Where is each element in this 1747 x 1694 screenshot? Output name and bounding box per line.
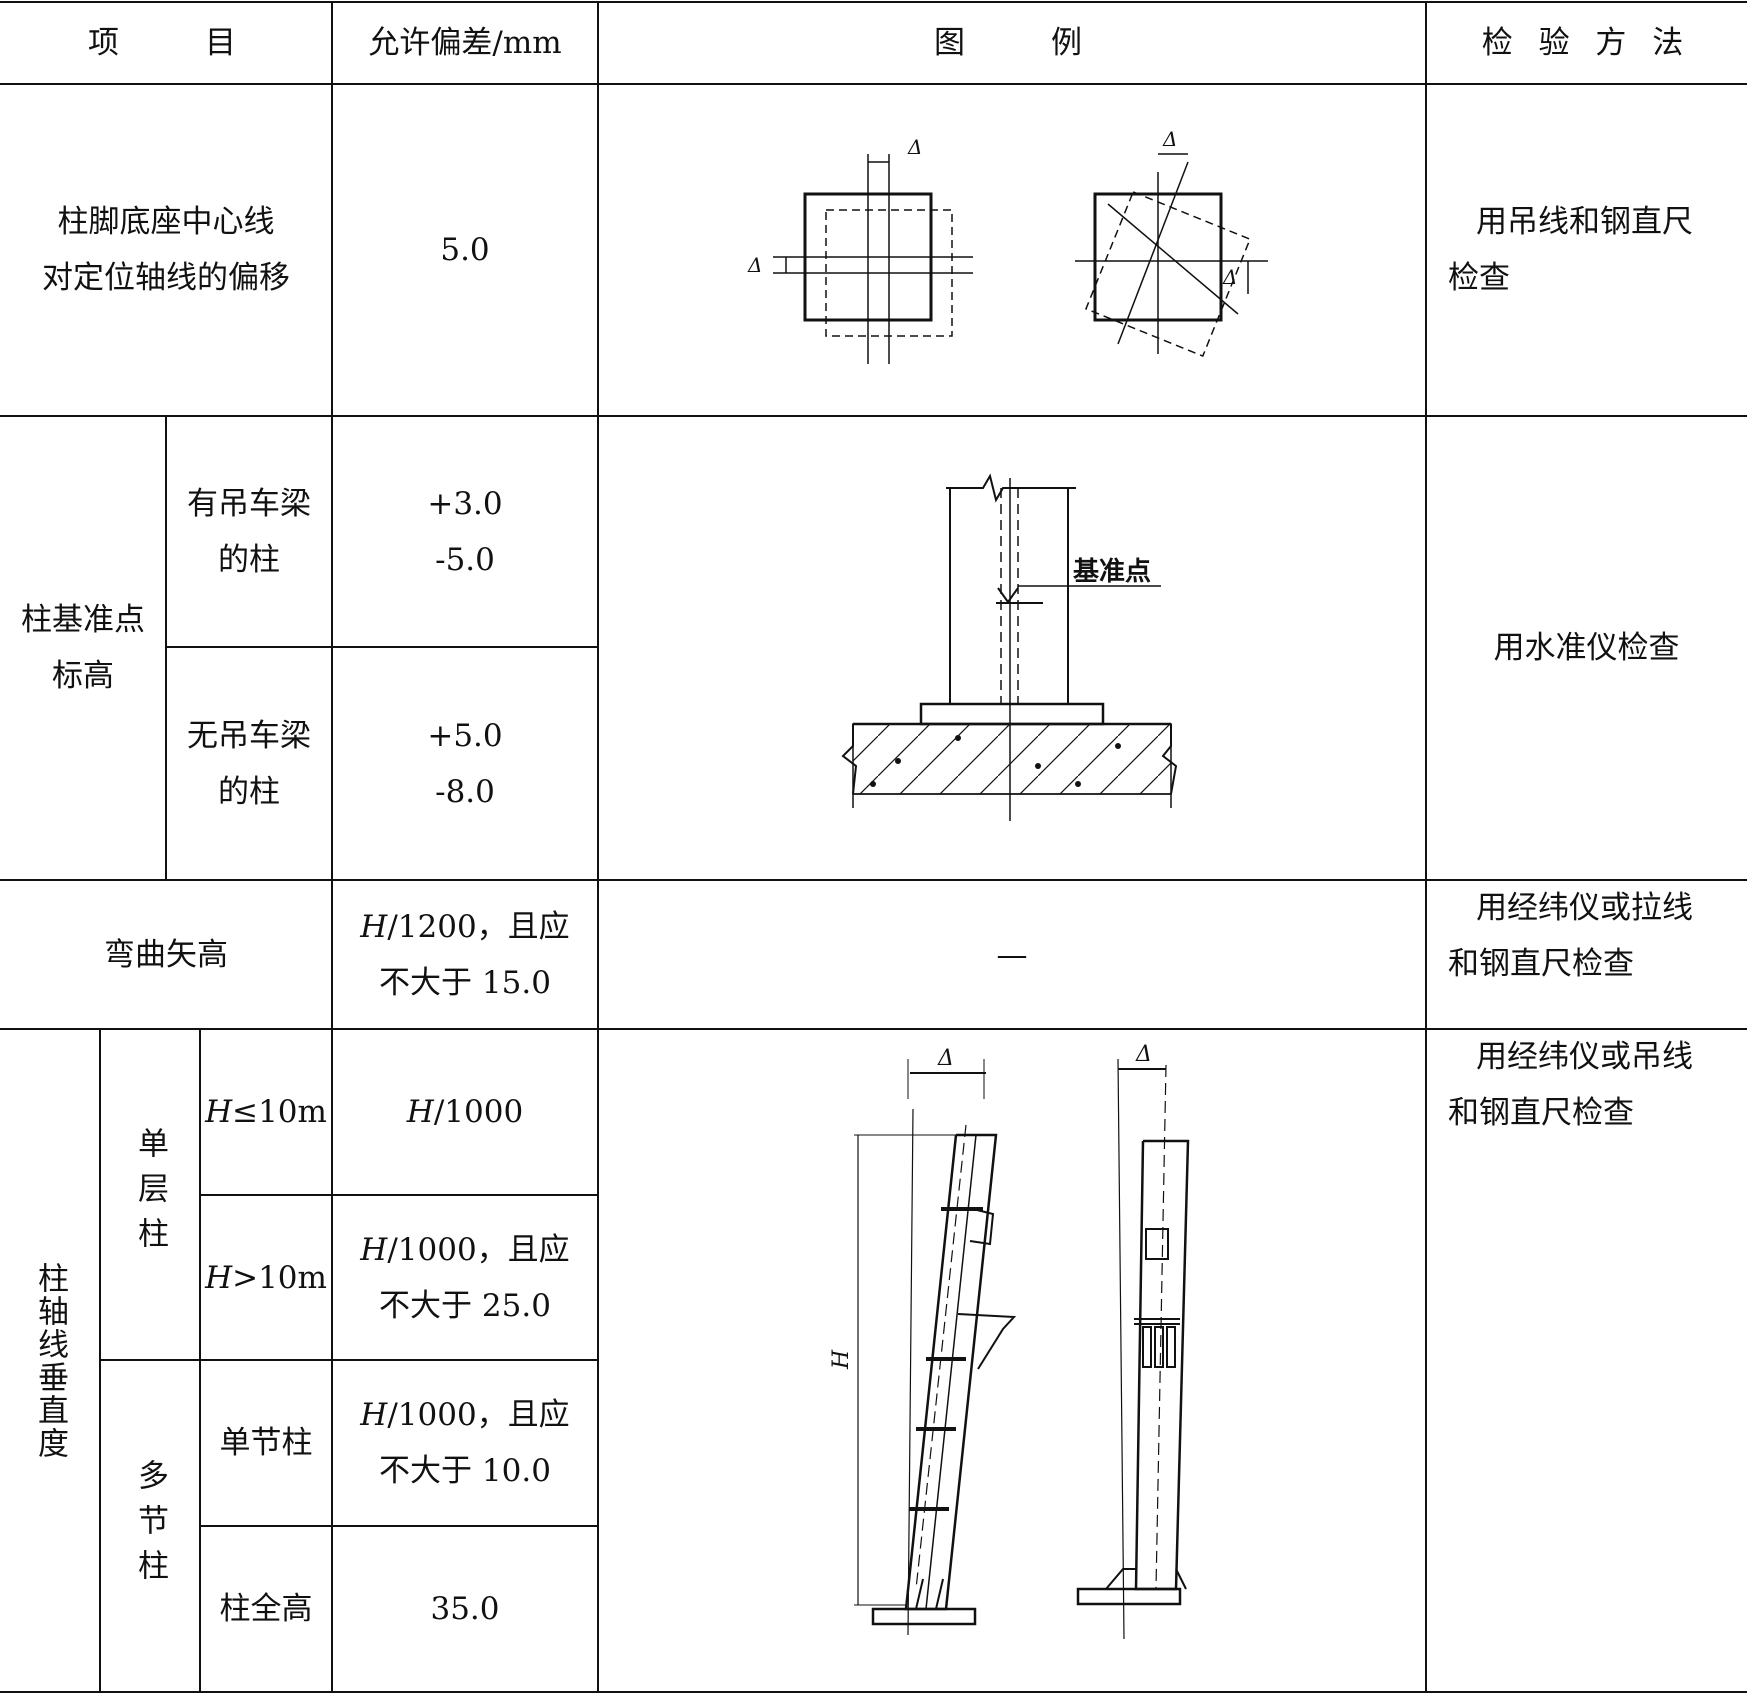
foundation-break-left (841, 724, 858, 795)
method-elevation: 用水准仪检查 (1493, 630, 1680, 666)
delta-label-1: Δ (907, 135, 922, 159)
height-label: H (829, 1349, 854, 1370)
datum-point-label: 基准点 (1073, 556, 1151, 587)
item-base-offset-line1: 柱脚底座中心线 (57, 204, 275, 240)
tolerance-elevation-nocrane: +5.0 -8.0 (332, 647, 598, 880)
tolerance-vert-2-line2: 不大于 25.0 (379, 1287, 551, 1324)
tolerance-vert-1: H/1000 (332, 1029, 598, 1195)
delta-label-2: Δ (747, 253, 762, 277)
method-base-offset: 用吊线和钢直尺 检查 (1426, 194, 1747, 306)
tolerance-bending-rest: /1200，且应 (387, 908, 570, 945)
tolerance-vert-3-symbol: H (360, 1397, 388, 1433)
tolerance-vert-1-symbol: H (406, 1094, 434, 1130)
cond-h-gt-10-rest: >10m (232, 1259, 327, 1296)
item-elevation-nocrane-line1: 无吊车梁 (187, 717, 311, 754)
base-plate (919, 702, 1105, 726)
tolerance-elevation-crane-line1: +3.0 (427, 485, 503, 522)
plumb-line-1 (907, 1108, 914, 1636)
axis-rot-2 (1117, 161, 1189, 345)
solid-column-base (1076, 1587, 1182, 1606)
tolerance-vert-3: H/1000，且应 不大于 10.0 (332, 1360, 598, 1526)
figure-verticality: Δ Δ H (829, 1042, 1190, 1640)
cond-single-section: 单节柱 (219, 1425, 313, 1461)
item-multi-section: 多节柱 (100, 1360, 200, 1692)
solid-column-bracket (1145, 1228, 1169, 1260)
cond-h-gt-10: H>10m (200, 1195, 332, 1360)
rotated-square-dashed (1085, 191, 1251, 357)
axis-rot-2b (1107, 203, 1239, 315)
item-single-storey-text: 单层柱 (132, 1127, 168, 1262)
delta-label-4: Δ (1222, 265, 1237, 289)
method-bending: 用经纬仪或拉线 和钢直尺检查 (1426, 880, 1747, 1029)
plumb-line-2 (1117, 1058, 1125, 1640)
figure-elevation: 基准点 (841, 473, 1178, 821)
lattice-column-inner (925, 1134, 977, 1610)
item-verticality-group: 柱轴线垂直度 (0, 1029, 100, 1692)
tolerance-vert-4: 35.0 (430, 1591, 500, 1627)
tolerance-elevation-nocrane-line2: -8.0 (435, 773, 495, 810)
method-bending-line1: 用经纬仪或拉线 (1476, 890, 1693, 926)
column-break-line (946, 473, 1076, 503)
item-elevation-nocrane-line2: 的柱 (218, 773, 280, 810)
item-elevation-crane-line1: 有吊车梁 (187, 485, 311, 522)
method-verticality-line2: 和钢直尺检查 (1448, 1095, 1634, 1131)
method-bending-line2: 和钢直尺检查 (1448, 946, 1634, 982)
item-single-storey: 单层柱 (100, 1029, 200, 1360)
method-verticality: 用经纬仪或吊线 和钢直尺检查 (1426, 1029, 1747, 1692)
method-verticality-line1: 用经纬仪或吊线 (1476, 1039, 1693, 1075)
delta-label-5: Δ (937, 1046, 954, 1071)
cond-h-gt-10-symbol: H (205, 1259, 233, 1296)
cond-h-le-10: H≤10m (200, 1029, 332, 1195)
tolerance-bending: H/1200，且应 不大于 15.0 (332, 880, 598, 1029)
lattice-column-axis (915, 1124, 967, 1590)
header-item: 项 目 (88, 25, 244, 61)
item-elevation-group-line2: 标高 (52, 658, 114, 694)
tolerance-vert-3-line2: 不大于 10.0 (379, 1453, 551, 1489)
item-verticality-group-text: 柱轴线垂直度 (32, 1261, 68, 1460)
lattice-column-base (871, 1607, 977, 1626)
item-base-offset-line2: 对定位轴线的偏移 (42, 260, 290, 296)
tolerance-elevation-crane: +3.0 -5.0 (332, 416, 598, 647)
item-multi-section-text: 多节柱 (132, 1458, 168, 1594)
figure-base-offset: Δ Δ Δ Δ (747, 127, 1268, 364)
item-elevation-group-line1: 柱基准点 (21, 602, 145, 638)
cond-h-le-10-rest: ≤10m (232, 1094, 327, 1130)
tolerance-bending-line2: 不大于 15.0 (379, 964, 551, 1001)
figure-bending: — (996, 936, 1028, 973)
delta-label-6: Δ (1135, 1042, 1152, 1067)
tolerance-elevation-nocrane-line1: +5.0 (427, 717, 503, 754)
tolerance-vert-1-rest: /1000 (433, 1094, 524, 1130)
tolerance-elevation-crane-line2: -5.0 (435, 541, 495, 578)
foundation-break-right (1161, 724, 1178, 795)
method-base-offset-line2: 检查 (1448, 260, 1510, 296)
solid-column-axis (1155, 1064, 1167, 1590)
header-tolerance: 允许偏差/mm (368, 25, 562, 61)
item-bending: 弯曲矢高 (104, 936, 228, 973)
header-figure: 图 例 (934, 25, 1090, 61)
tolerance-vert-3-rest: /1000，且应 (387, 1397, 570, 1433)
tolerance-vert-2-symbol: H (360, 1231, 388, 1268)
item-base-offset: 柱脚底座中心线 对定位轴线的偏移 (0, 194, 332, 306)
foundation-concrete (852, 723, 1172, 795)
cond-h-le-10-symbol: H (205, 1094, 233, 1130)
cond-full-height: 柱全高 (219, 1591, 313, 1627)
tolerance-bending-line1: H/1200，且应 (360, 899, 569, 955)
item-elevation-crane: 有吊车梁 的柱 (166, 416, 332, 647)
tolerance-vert-2: H/1000，且应 不大于 25.0 (332, 1195, 598, 1360)
item-elevation-group: 柱基准点 标高 (0, 416, 166, 880)
method-base-offset-line1: 用吊线和钢直尺 (1476, 204, 1693, 240)
header-method: 检 验 方 法 (1481, 25, 1692, 61)
delta-label-3: Δ (1162, 127, 1177, 151)
tolerance-vert-2-line1: H/1000，且应 (360, 1222, 569, 1278)
tolerance-vert-3-line1: H/1000，且应 (360, 1387, 569, 1443)
item-elevation-crane-line2: 的柱 (218, 541, 280, 578)
item-elevation-nocrane: 无吊车梁 的柱 (166, 647, 332, 880)
tolerance-vert-2-rest: /1000，且应 (387, 1231, 570, 1268)
tolerance-bending-symbol: H (360, 908, 388, 945)
tolerance-base-offset: 5.0 (440, 232, 490, 268)
